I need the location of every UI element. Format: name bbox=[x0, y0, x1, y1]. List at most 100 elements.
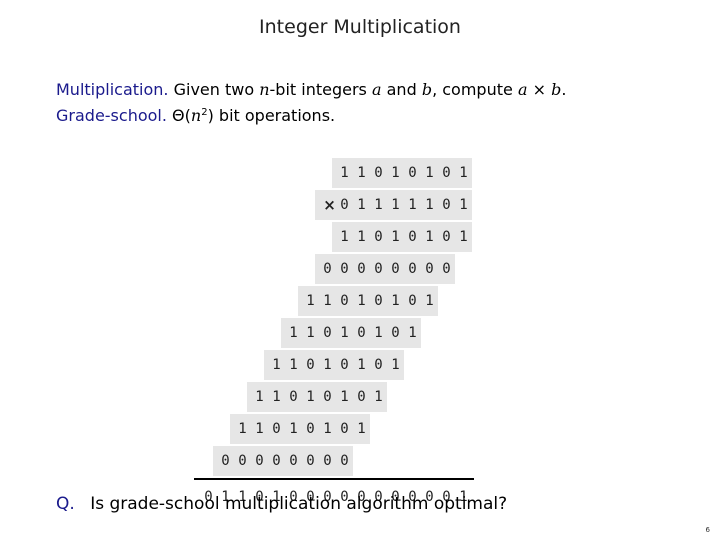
result-digit: 0 bbox=[255, 489, 264, 505]
digit: 1 bbox=[306, 325, 315, 341]
digit: 1 bbox=[289, 421, 298, 437]
digit: 0 bbox=[374, 261, 383, 277]
digit: 0 bbox=[306, 357, 315, 373]
digit: 0 bbox=[340, 357, 349, 373]
multiplication-label: Multiplication. bbox=[56, 80, 169, 99]
digit: 1 bbox=[357, 421, 366, 437]
digit: 1 bbox=[374, 325, 383, 341]
digit: 0 bbox=[323, 325, 332, 341]
digit: 0 bbox=[340, 261, 349, 277]
digit: 0 bbox=[442, 165, 451, 181]
page-number: 6 bbox=[705, 526, 710, 534]
text-c: , compute bbox=[432, 80, 513, 99]
digit: 0 bbox=[442, 229, 451, 245]
result-digit: 1 bbox=[459, 489, 468, 505]
var-a: a bbox=[371, 80, 382, 99]
multiplicand-row bbox=[332, 158, 472, 188]
partial-product-row bbox=[230, 414, 370, 444]
digit: 1 bbox=[255, 389, 264, 405]
period: . bbox=[561, 80, 567, 99]
grade-school-label: Grade-school. bbox=[56, 106, 167, 125]
digit: 0 bbox=[340, 453, 349, 469]
digit: 0 bbox=[221, 453, 230, 469]
digit: 0 bbox=[340, 197, 349, 213]
digit: 0 bbox=[391, 325, 400, 341]
digit: 1 bbox=[306, 389, 315, 405]
digit: 0 bbox=[374, 165, 383, 181]
question: Q. Is grade-school multiplication algori… bbox=[56, 494, 507, 514]
digit: 0 bbox=[357, 261, 366, 277]
digit: 1 bbox=[357, 197, 366, 213]
digit: 1 bbox=[357, 357, 366, 373]
digit: 1 bbox=[408, 197, 417, 213]
digit: 1 bbox=[323, 293, 332, 309]
digit: 1 bbox=[374, 197, 383, 213]
digit: 1 bbox=[459, 197, 468, 213]
digit: 0 bbox=[272, 453, 281, 469]
partial-product-row bbox=[332, 222, 472, 252]
digit: 1 bbox=[425, 165, 434, 181]
grade-school-statement: Grade-school. Θ(n2) bit operations. bbox=[56, 106, 335, 125]
var-b: b bbox=[421, 80, 433, 99]
bit-operations-text: bit operations. bbox=[218, 106, 336, 125]
digit: 1 bbox=[391, 293, 400, 309]
digit: 1 bbox=[391, 197, 400, 213]
theta-close: ) bbox=[207, 106, 214, 125]
digit: 0 bbox=[357, 389, 366, 405]
digit: 1 bbox=[357, 293, 366, 309]
result-digit: 0 bbox=[204, 489, 213, 505]
text-b: -bit integers bbox=[269, 80, 367, 99]
result-digit: 0 bbox=[323, 489, 332, 505]
digit: 0 bbox=[340, 421, 349, 437]
partial-product-row bbox=[247, 382, 387, 412]
digit: 1 bbox=[289, 357, 298, 373]
result-digit: 1 bbox=[238, 489, 247, 505]
digit: 1 bbox=[238, 421, 247, 437]
digit: 0 bbox=[340, 293, 349, 309]
digit: 1 bbox=[289, 325, 298, 341]
digit: 0 bbox=[425, 261, 434, 277]
digit: 0 bbox=[255, 453, 264, 469]
multiplier-row bbox=[315, 190, 472, 220]
result-digit: 0 bbox=[289, 489, 298, 505]
theta-open: Θ( bbox=[172, 106, 191, 125]
digit: 1 bbox=[255, 421, 264, 437]
var-b2: b bbox=[551, 80, 562, 99]
digit: 0 bbox=[323, 261, 332, 277]
question-label: Q. bbox=[56, 494, 75, 514]
digit: 0 bbox=[272, 421, 281, 437]
result-digit: 0 bbox=[374, 489, 383, 505]
digit: 0 bbox=[408, 165, 417, 181]
digit: 0 bbox=[238, 453, 247, 469]
digit: 1 bbox=[391, 229, 400, 245]
times-symbol: × bbox=[532, 80, 546, 99]
digit: 0 bbox=[374, 293, 383, 309]
result-digit: 0 bbox=[306, 489, 315, 505]
digit: 1 bbox=[357, 165, 366, 181]
digit: 1 bbox=[425, 293, 434, 309]
slide-title: Integer Multiplication bbox=[259, 16, 461, 38]
digit: 0 bbox=[357, 325, 366, 341]
result-digit: 0 bbox=[357, 489, 366, 505]
var-a2: a bbox=[517, 80, 528, 99]
digit: 1 bbox=[459, 229, 468, 245]
digit: 0 bbox=[408, 229, 417, 245]
digit: 0 bbox=[442, 197, 451, 213]
digit: 1 bbox=[272, 357, 281, 373]
digit: 1 bbox=[340, 229, 349, 245]
digit: 1 bbox=[323, 421, 332, 437]
var-n-2: n bbox=[190, 106, 202, 125]
text-and: and bbox=[386, 80, 417, 99]
digit: 0 bbox=[323, 389, 332, 405]
digit: 1 bbox=[408, 325, 417, 341]
digit: 1 bbox=[323, 357, 332, 373]
digit: 1 bbox=[272, 389, 281, 405]
digit: 0 bbox=[289, 389, 298, 405]
digit: 0 bbox=[306, 453, 315, 469]
question-text: Is grade-school multiplication algorithm… bbox=[90, 494, 508, 514]
result-digit: 0 bbox=[425, 489, 434, 505]
var-n: n bbox=[259, 80, 270, 99]
digit: 1 bbox=[357, 229, 366, 245]
digit: 0 bbox=[374, 357, 383, 373]
partial-product-row bbox=[264, 350, 404, 380]
